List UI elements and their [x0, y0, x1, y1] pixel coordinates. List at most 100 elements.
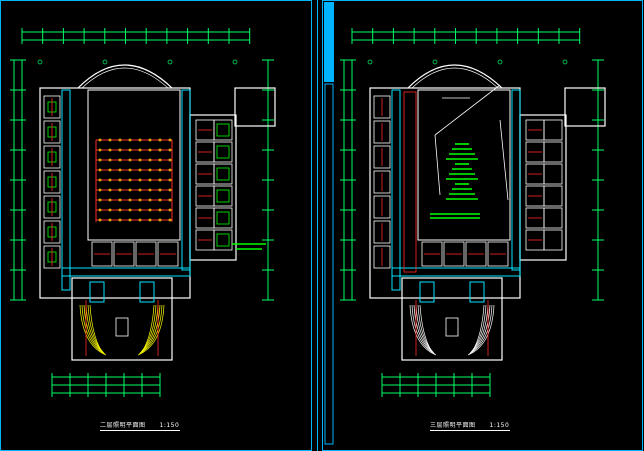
floor-plan-left	[10, 28, 276, 397]
caption-right: 三层照明平面图 1:150	[430, 420, 509, 429]
room-right	[213, 229, 233, 251]
caption-left-title: 二层照明平面图	[100, 422, 146, 429]
light-fixture	[118, 168, 122, 172]
caption-right-scale: 1:150	[489, 422, 510, 429]
light-fixture	[128, 188, 132, 192]
light-fixture	[148, 158, 152, 162]
balcony-lines	[434, 84, 509, 201]
light-fixture	[168, 178, 172, 182]
light-fixture	[158, 188, 162, 192]
central-hall	[417, 89, 511, 241]
light-fixture	[118, 188, 122, 192]
stair-arc-left	[411, 304, 436, 355]
room-right	[213, 163, 233, 185]
light-fixture	[108, 198, 112, 202]
light-fixture	[158, 158, 162, 162]
light-fixture	[148, 168, 152, 172]
corner-wall	[234, 87, 276, 127]
light-fixture	[128, 158, 132, 162]
light-fixture	[98, 158, 102, 162]
corridor-bottom	[391, 267, 521, 277]
light-fixture	[98, 138, 102, 142]
light-fixture	[138, 158, 142, 162]
light-fixture	[118, 148, 122, 152]
room-right	[213, 119, 233, 141]
room-right	[543, 185, 563, 207]
light-fixture	[158, 168, 162, 172]
light-fixture	[98, 178, 102, 182]
axis-bubble	[562, 59, 568, 65]
light-fixture	[128, 148, 132, 152]
light-fixture	[138, 138, 142, 142]
central-hall	[87, 89, 181, 241]
light-fixture	[148, 218, 152, 222]
light-fixture	[168, 198, 172, 202]
light-fixture	[158, 148, 162, 152]
room-right	[213, 207, 233, 229]
light-fixture	[108, 148, 112, 152]
light-fixture	[118, 138, 122, 142]
light-fixture	[168, 138, 172, 142]
stair-arc-left	[89, 304, 102, 351]
room-left	[43, 145, 61, 169]
stair-arc-right	[467, 304, 495, 356]
light-fixture	[108, 178, 112, 182]
stair-arc-left	[81, 304, 106, 355]
lighting-loop	[403, 91, 417, 273]
lobby-column	[89, 281, 105, 303]
room-fixture	[216, 189, 230, 203]
light-fixture	[128, 178, 132, 182]
axis-bubble	[367, 59, 373, 65]
light-fixture	[148, 178, 152, 182]
room-right	[213, 185, 233, 207]
light-fixture	[168, 218, 172, 222]
light-fixture	[148, 138, 152, 142]
room-fixture	[216, 145, 230, 159]
floor-plan-right	[340, 28, 606, 397]
light-fixture	[168, 208, 172, 212]
stair-arc-left	[409, 304, 437, 356]
room-fixture	[216, 167, 230, 181]
lobby-core	[445, 317, 459, 337]
axis-bubble	[102, 59, 108, 65]
light-fixture	[118, 208, 122, 212]
room-bottom	[421, 241, 443, 267]
lobby-column	[419, 281, 435, 303]
light-fixture	[128, 218, 132, 222]
stair-arc-right	[142, 304, 155, 351]
light-fixture	[158, 218, 162, 222]
light-fixture	[148, 148, 152, 152]
axis-bubble	[167, 59, 173, 65]
light-fixture	[138, 218, 142, 222]
stair-arc-left	[79, 304, 107, 356]
room-bottom	[487, 241, 509, 267]
room-left	[43, 245, 61, 269]
room-left	[373, 245, 391, 269]
room-right	[213, 141, 233, 163]
caption-right-title: 三层照明平面图	[430, 422, 476, 429]
room-left	[373, 145, 391, 169]
light-fixture	[148, 198, 152, 202]
room-left	[43, 195, 61, 219]
light-fixture	[138, 178, 142, 182]
light-fixture	[98, 208, 102, 212]
stair-arc-right	[472, 304, 485, 351]
room-left	[43, 170, 61, 194]
caption-right-underline	[430, 430, 510, 431]
light-fixture	[98, 168, 102, 172]
light-fixture	[168, 168, 172, 172]
light-fixture	[118, 158, 122, 162]
light-fixture	[158, 198, 162, 202]
light-fixture	[168, 188, 172, 192]
light-fixture	[98, 198, 102, 202]
light-fixture	[108, 208, 112, 212]
room-fixture	[216, 211, 230, 225]
light-fixture	[128, 208, 132, 212]
axis-bubble	[497, 59, 503, 65]
stair-arc-right	[468, 304, 493, 355]
room-fixture	[216, 123, 230, 137]
light-fixture	[158, 208, 162, 212]
lobby	[71, 277, 173, 361]
light-fixture	[158, 138, 162, 142]
